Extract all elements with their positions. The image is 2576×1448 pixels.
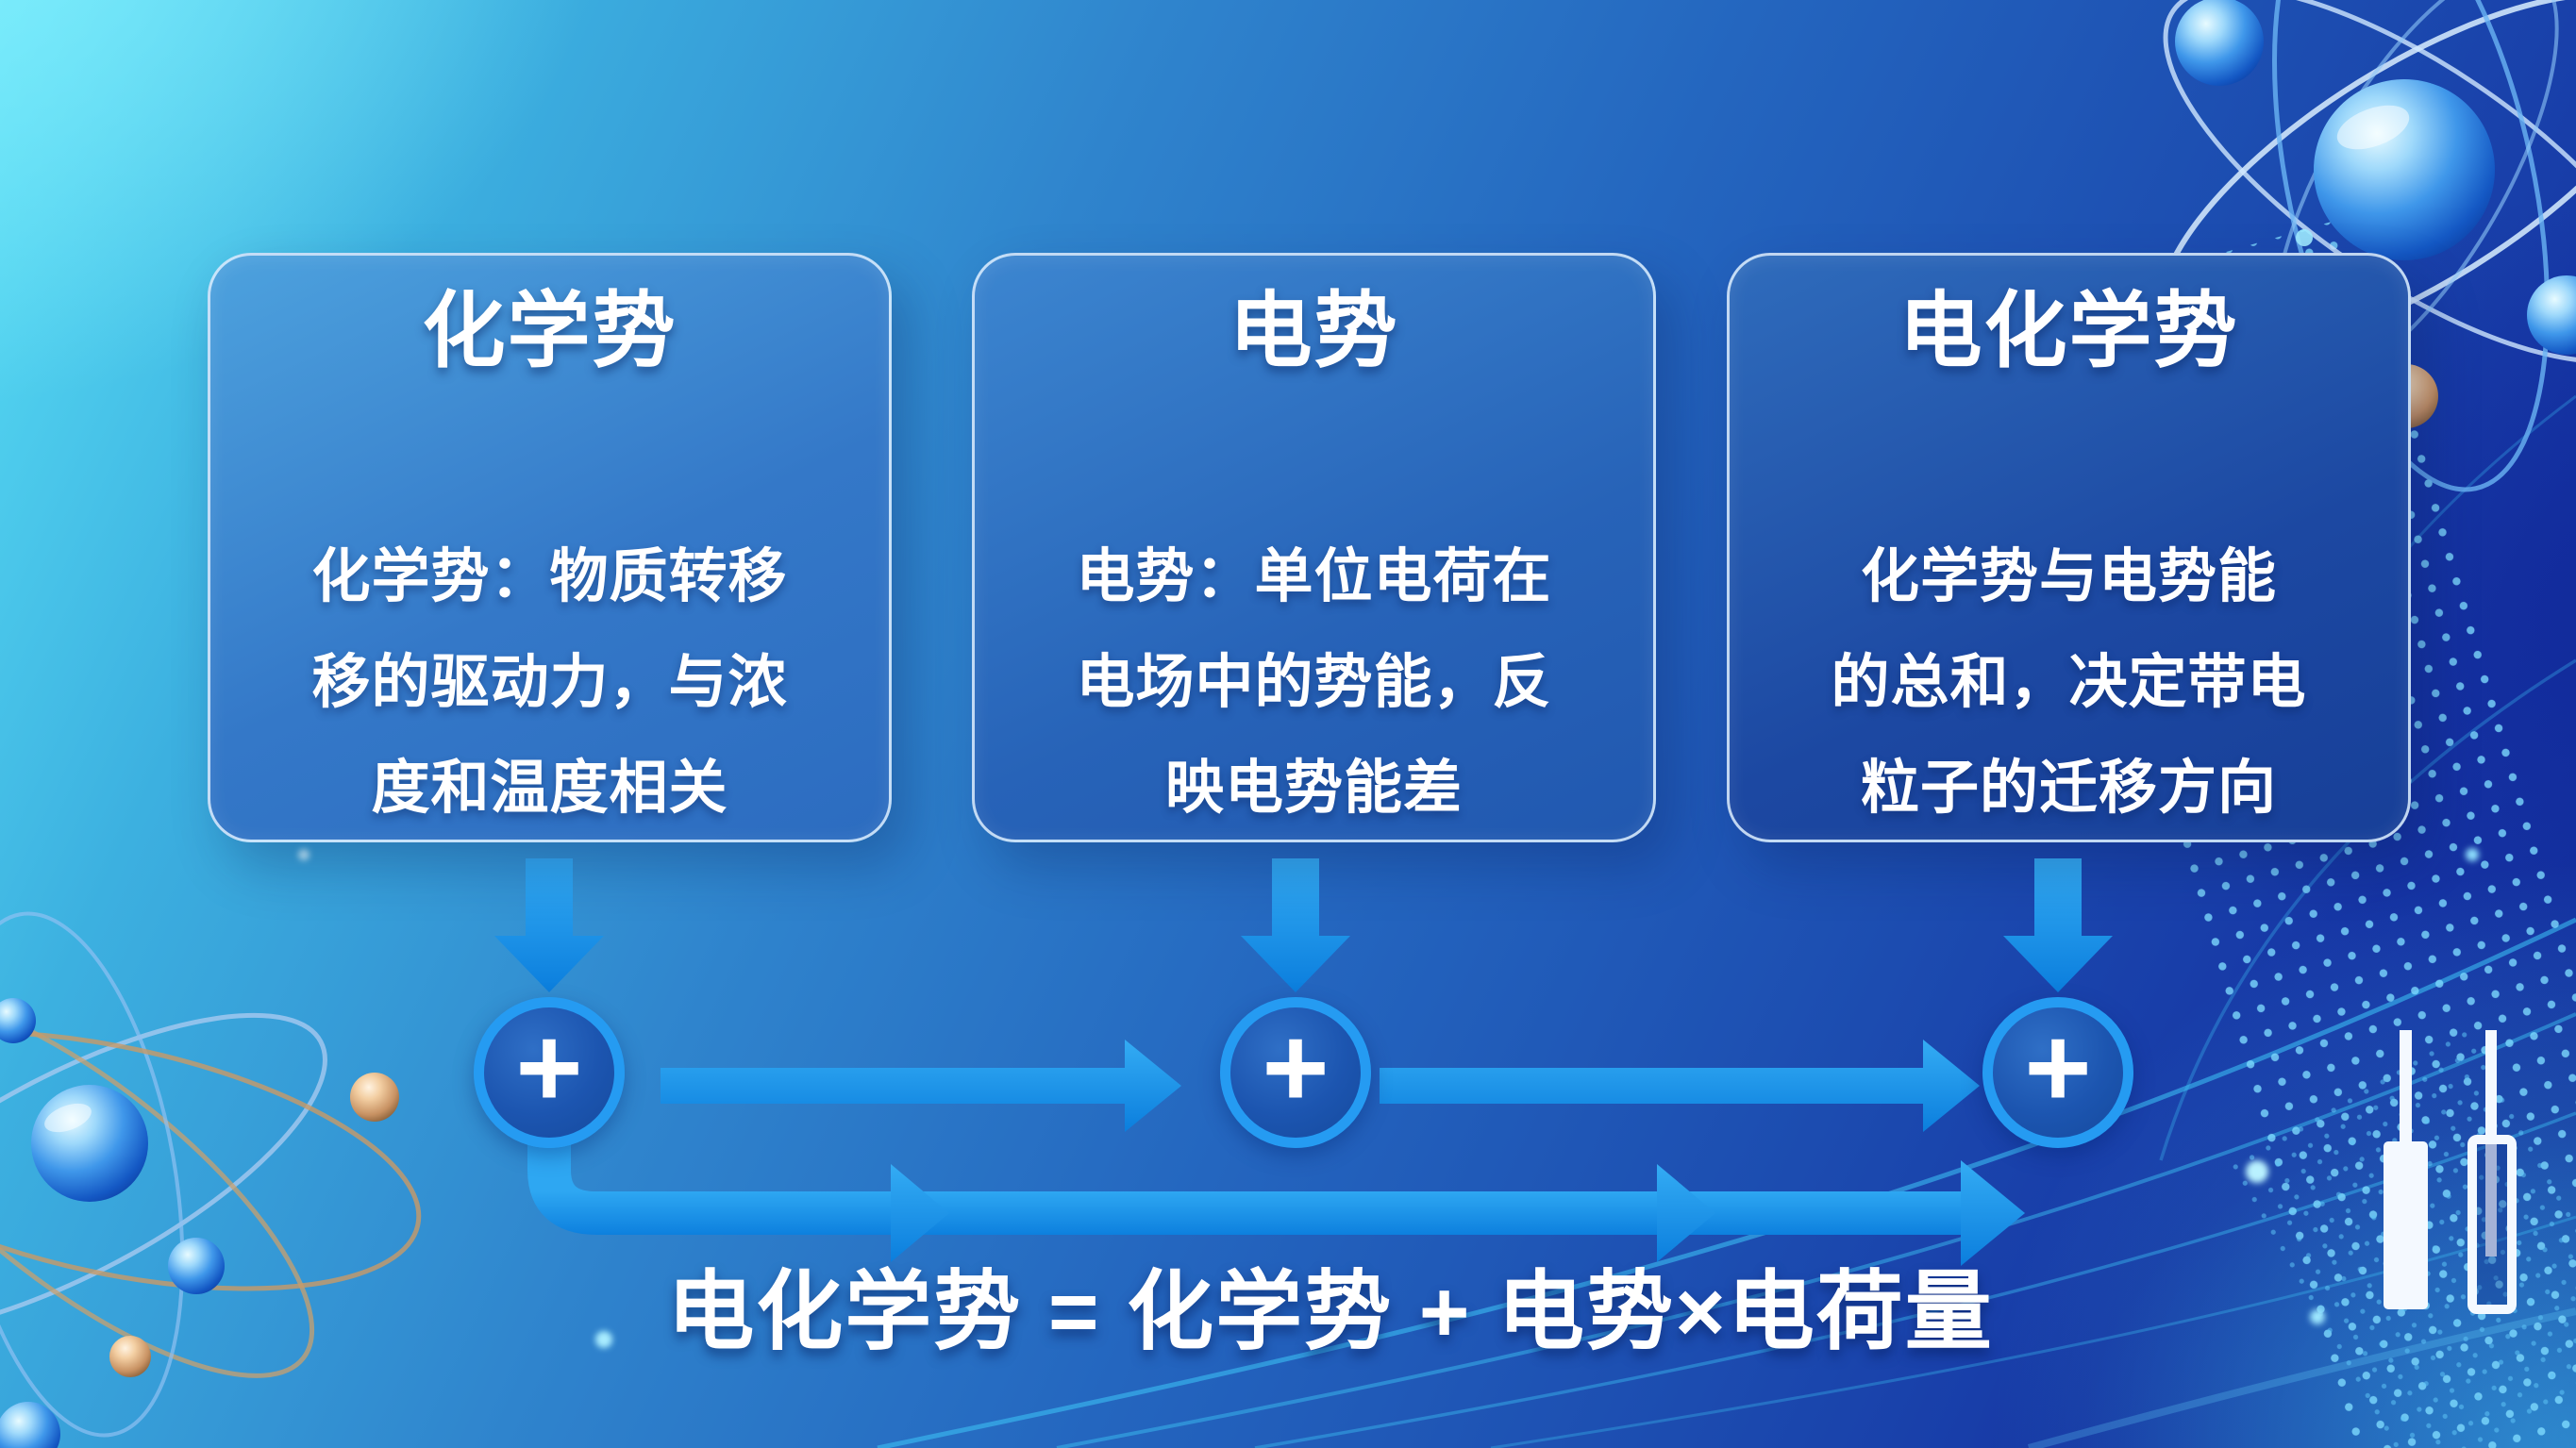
plus-node-2: + bbox=[1220, 997, 1371, 1148]
plus-node-1: + bbox=[474, 997, 625, 1148]
card-body-line: 度和温度相关 bbox=[371, 756, 728, 821]
right-arrow-icon bbox=[1380, 1040, 1980, 1132]
card-title: 电化学势 bbox=[1899, 284, 2239, 377]
down-arrow-icon bbox=[1241, 858, 1350, 992]
card-body-line: 的总和，决定带电 bbox=[1831, 650, 2307, 715]
card-body: 化学势与电势能 的总和，决定带电 粒子的迁移方向 bbox=[1730, 524, 2408, 841]
right-arrow-icon bbox=[1657, 1164, 1715, 1262]
plus-icon: + bbox=[2024, 1003, 2092, 1131]
card-electric-potential: 电势 电势：单位电荷在 电场中的势能，反 映电势能差 bbox=[972, 253, 1656, 842]
plus-icon: + bbox=[1262, 1003, 1330, 1131]
card-body-line: 化学势：物质转移 bbox=[311, 544, 788, 609]
formula-text: 电化学势 = 化学势 + 电势×电荷量 bbox=[667, 1264, 1994, 1360]
sparkle-dots-icon bbox=[298, 848, 2479, 1348]
right-arrow-icon bbox=[661, 1040, 1181, 1132]
down-arrow-icon bbox=[2003, 858, 2113, 992]
plus-icon: + bbox=[515, 1003, 583, 1131]
card-electrochemical-potential: 电化学势 化学势与电势能 的总和，决定带电 粒子的迁移方向 bbox=[1727, 253, 2411, 842]
card-body-line: 移的驱动力，与浓 bbox=[311, 650, 788, 715]
flow-arrows bbox=[494, 858, 2113, 1266]
card-body-line: 电势：单位电荷在 bbox=[1076, 544, 1552, 609]
plus-node-3: + bbox=[1982, 997, 2133, 1148]
card-body-line: 化学势与电势能 bbox=[1860, 544, 2277, 609]
atom-icon-bottom-left bbox=[0, 911, 422, 1448]
down-arrow-icon bbox=[494, 858, 604, 992]
electrode-bars-icon bbox=[2384, 1030, 2517, 1314]
right-arrow-icon bbox=[1961, 1160, 2025, 1266]
card-body: 电势：单位电荷在 电场中的势能，反 映电势能差 bbox=[975, 524, 1653, 841]
card-body: 化学势：物质转移 移的驱动力，与浓 度和温度相关 bbox=[210, 524, 889, 841]
card-title: 化学势 bbox=[422, 284, 677, 377]
right-arrow-icon bbox=[891, 1164, 949, 1262]
card-body-line: 映电势能差 bbox=[1164, 756, 1463, 821]
card-body-line: 粒子的迁移方向 bbox=[1860, 756, 2277, 821]
long-bottom-arrow-line bbox=[527, 1128, 1963, 1235]
card-title: 电势 bbox=[1229, 284, 1399, 377]
card-body-line: 电场中的势能，反 bbox=[1076, 650, 1552, 715]
card-chemical-potential: 化学势 化学势：物质转移 移的驱动力，与浓 度和温度相关 bbox=[208, 253, 892, 842]
